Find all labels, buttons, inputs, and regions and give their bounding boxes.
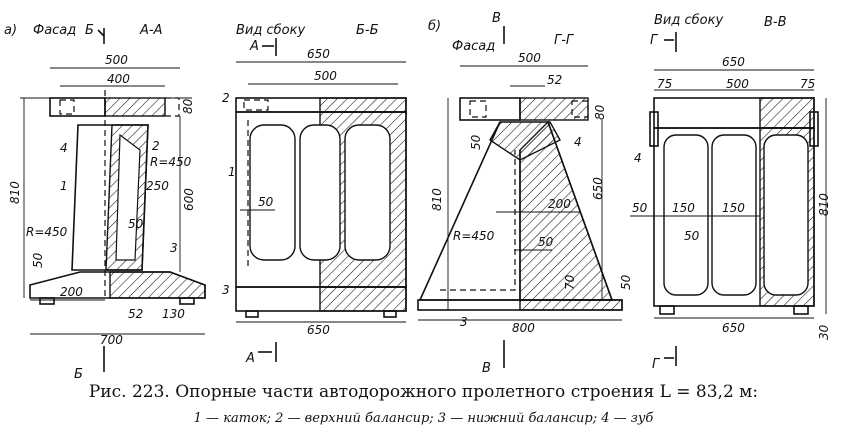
dim-a-250: 250	[146, 179, 169, 193]
panel-a2-cut-mark: А	[249, 39, 259, 54]
panel-b-letter: б)	[428, 19, 441, 34]
dim-b-200: 200	[548, 197, 571, 211]
dim-a2-50: 50	[258, 195, 274, 209]
dim-a2-650-top: 650	[307, 47, 330, 61]
dim-a-r450-bottom: R=450	[26, 225, 68, 239]
dim-b2-650-top: 650	[722, 55, 745, 69]
panel-b2-view-title: Вид сбоку	[654, 13, 723, 28]
dim-a-r450-top: R=450	[150, 155, 192, 169]
dim-a-80: 80	[181, 98, 195, 114]
dim-a-50-roller: 50	[128, 217, 144, 231]
dim-b2-150-right: 150	[722, 201, 745, 215]
panel-a-section-title: А-А	[139, 23, 162, 38]
panel-a-facade: а) Фасад Б А-А 500 400 80 810 600 R=450 …	[4, 23, 206, 380]
dim-a-52: 52	[128, 307, 143, 321]
bottom-mark-g-b2: Г	[652, 357, 661, 372]
panel-b-view-title: Фасад	[452, 39, 495, 54]
bottom-mark-v-b: В	[482, 361, 491, 376]
figure-caption: Рис. 223. Опорные части автодорожного пр…	[88, 382, 759, 402]
dim-b-50-mid: 50	[538, 235, 554, 249]
dim-b2-75-right: 75	[800, 77, 815, 91]
dim-a2-650-bottom: 650	[307, 323, 330, 337]
panel-b-facade: б) В Фасад Г-Г 500 52 50 80 810 650 200 …	[417, 11, 633, 376]
panel-b-cut-mark: В	[492, 11, 501, 26]
part-4-label-b2: 4	[634, 151, 642, 165]
panel-b-side-view: Вид сбоку В-В Г 650 75 500 75 810 50 150…	[630, 13, 831, 372]
side-b-window-1	[663, 134, 709, 296]
panel-b2-cut-mark: Г	[650, 33, 659, 48]
panel-b2-section-title: В-В	[764, 15, 787, 30]
facade-b-upper-left	[459, 97, 521, 121]
dim-b2-810: 810	[817, 193, 831, 216]
dim-b-80: 80	[593, 104, 607, 120]
dim-a-700: 700	[100, 333, 123, 347]
upper-balancer-section	[104, 97, 166, 117]
dim-b-500: 500	[518, 51, 541, 65]
panel-a-letter: а)	[4, 23, 17, 38]
panel-a-cut-mark: Б	[85, 23, 94, 38]
panel-b-section-title: Г-Г	[554, 33, 575, 48]
dim-b-810: 810	[430, 188, 444, 211]
dim-b2-50-bottom: 50	[684, 229, 700, 243]
dim-b-52: 52	[547, 73, 562, 87]
dim-a-500: 500	[105, 53, 128, 67]
dim-b-50-side: 50	[619, 274, 633, 290]
dim-b2-30: 30	[817, 324, 831, 340]
dim-a-130: 130	[162, 307, 185, 321]
side-window-2	[299, 124, 341, 261]
technical-drawing: а) Фасад Б А-А 500 400 80 810 600 R=450 …	[4, 11, 831, 380]
part-1-label-a: 1	[60, 179, 68, 193]
bottom-mark-a-a2: А	[245, 351, 255, 366]
side-b-window-2	[711, 134, 757, 296]
dim-b-800: 800	[512, 321, 535, 335]
dim-b-70: 70	[563, 274, 577, 290]
dim-b-50-top: 50	[469, 134, 483, 150]
dim-a-600: 600	[182, 188, 196, 211]
bottom-mark-b-a: Б	[74, 367, 83, 380]
part-3-label-a2: 3	[222, 283, 230, 297]
part-4-label-b: 4	[574, 135, 582, 149]
upper-balancer-left	[49, 97, 106, 117]
figure-legend: 1 — каток; 2 — верхний балансир; 3 — ниж…	[193, 411, 654, 426]
dim-b2-150-left: 150	[672, 201, 695, 215]
panel-a-side-view: Вид сбоку А Б-Б 650 500 50 650 2 1 3 А	[222, 23, 407, 366]
part-3-label-a: 3	[170, 241, 178, 255]
dim-a-50-base: 50	[31, 252, 45, 268]
part-2-label-a: 2	[152, 139, 160, 153]
dim-a-400: 400	[107, 72, 130, 86]
dim-b-r450: R=450	[453, 229, 495, 243]
dim-b2-500: 500	[726, 77, 749, 91]
side-window-3	[344, 124, 391, 261]
panel-a-view-title: Фасад	[33, 23, 76, 38]
side-window-1	[249, 124, 296, 261]
panel-a2-section-title: Б-Б	[356, 23, 379, 38]
part-2-label-a2: 2	[222, 91, 230, 105]
dim-a-200: 200	[60, 285, 83, 299]
panel-a2-view-title: Вид сбоку	[236, 23, 305, 38]
part-4-label-a: 4	[60, 141, 68, 155]
part-1-label-a2: 1	[228, 165, 236, 179]
dim-a-810: 810	[8, 181, 22, 204]
dim-b2-75-left: 75	[657, 77, 672, 91]
side-b-window-3	[763, 134, 809, 296]
part-3-label-b: 3	[460, 315, 468, 329]
dim-b-650: 650	[591, 177, 605, 200]
dim-b2-650-bottom: 650	[722, 321, 745, 335]
dim-b2-50: 50	[632, 201, 648, 215]
dim-a2-500: 500	[314, 69, 337, 83]
